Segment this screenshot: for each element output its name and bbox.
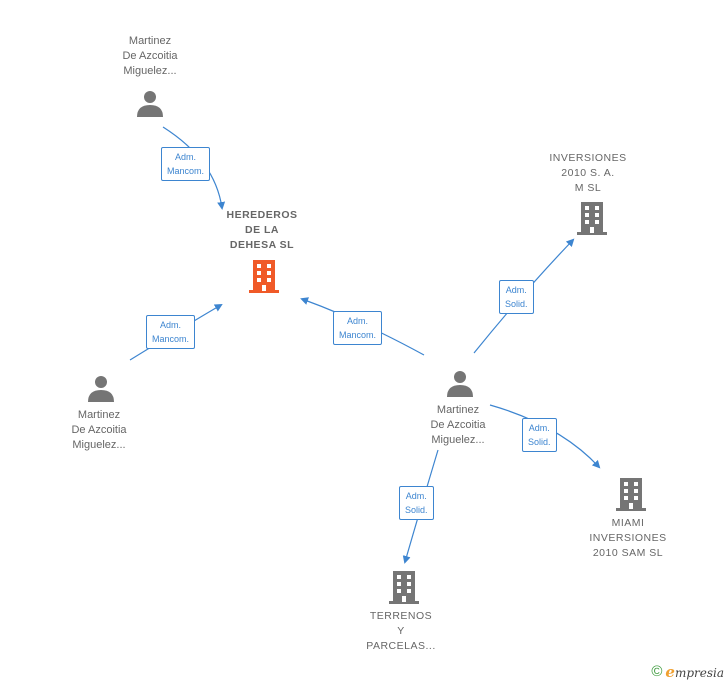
- person-top-label[interactable]: Martinez De Azcoitia Miguelez...: [122, 35, 178, 77]
- person-left-label[interactable]: Martinez De Azcoitia Miguelez...: [71, 409, 127, 451]
- edge-label-center-to-main[interactable]: Adm. Mancom.: [333, 311, 383, 345]
- person-icon[interactable]: [86, 373, 116, 403]
- person-icon[interactable]: [445, 368, 475, 398]
- main-company-label[interactable]: HEREDEROS DE LA DEHESA SL: [226, 209, 298, 251]
- empresia-watermark: © empresia: [651, 663, 724, 681]
- edge-label-left-to-main[interactable]: Adm. Mancom.: [146, 315, 196, 349]
- empresia-logo: empresia: [665, 663, 724, 681]
- edge-label-center-to-terrenos[interactable]: Adm. Solid.: [399, 486, 434, 520]
- copyright-icon: ©: [651, 663, 663, 680]
- person-center-label[interactable]: Martinez De Azcoitia Miguelez...: [430, 404, 486, 446]
- edge-label-top-to-main[interactable]: Adm. Mancom.: [161, 147, 211, 181]
- main-company-building-icon[interactable]: [247, 258, 281, 294]
- building-icon[interactable]: [614, 476, 648, 512]
- inversiones-label[interactable]: INVERSIONES 2010 S. A. M SL: [549, 152, 627, 194]
- building-icon[interactable]: [575, 200, 609, 236]
- building-icon[interactable]: [387, 569, 421, 605]
- terrenos-label[interactable]: TERRENOS Y PARCELAS...: [366, 610, 436, 652]
- person-icon[interactable]: [135, 88, 165, 118]
- edge-label-center-to-miami[interactable]: Adm. Solid.: [522, 418, 557, 452]
- miami-label[interactable]: MIAMI INVERSIONES 2010 SAM SL: [589, 517, 667, 559]
- edge-label-center-to-inversiones[interactable]: Adm. Solid.: [499, 280, 534, 314]
